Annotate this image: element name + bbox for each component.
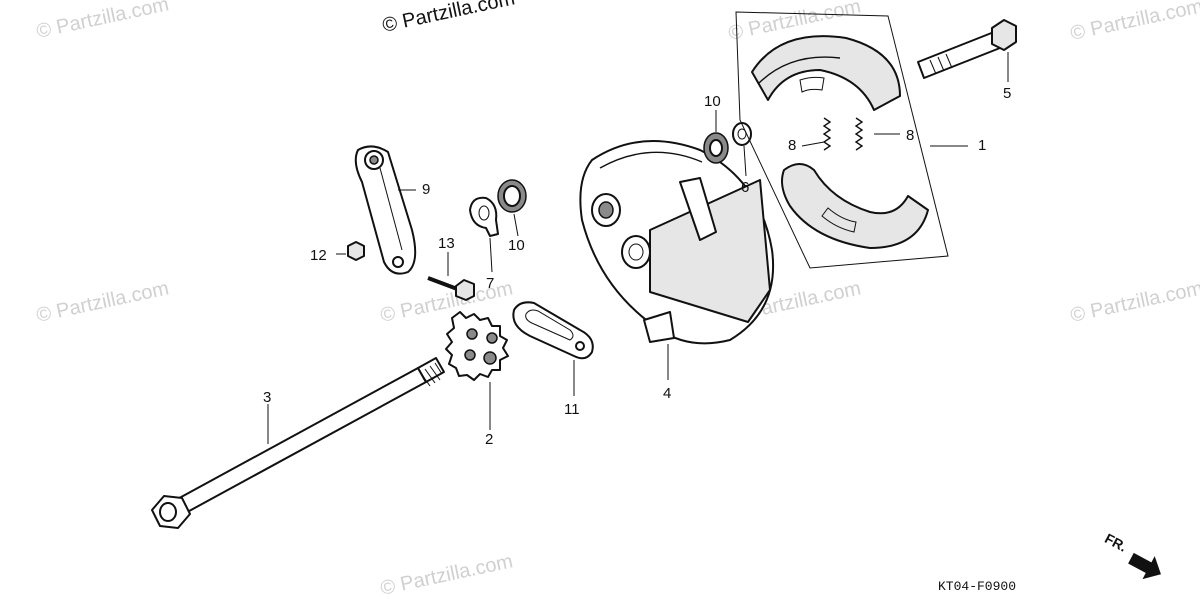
seal-left-part: [497, 179, 527, 213]
callout-12: 12: [310, 247, 327, 264]
callout-5: 5: [1003, 85, 1011, 102]
callout-7: 7: [486, 275, 494, 292]
brake-panel-part: [579, 140, 774, 345]
tab-washer-part: [469, 196, 499, 237]
callout-4: 4: [663, 385, 671, 402]
callout-8a: 8: [788, 137, 796, 154]
callout-2: 2: [485, 431, 493, 448]
diagram-code: KT04-F0900: [938, 579, 1016, 594]
callout-9: 9: [422, 181, 430, 198]
front-direction-arrow: FR.: [1102, 530, 1161, 580]
arrow-icon: [1128, 552, 1161, 580]
watermark: © Partzilla.com: [34, 277, 170, 327]
watermark-main: © Partzilla.com: [380, 0, 516, 37]
nut-part: [347, 241, 365, 261]
slotted-plate-part: [512, 301, 594, 360]
bolt-part: [427, 276, 475, 301]
axle-part: [151, 357, 445, 529]
callout-8b: 8: [906, 127, 914, 144]
callout-6: 6: [741, 179, 749, 196]
cam-bolt-part: [917, 19, 1017, 79]
brake-shoe-set-part: [735, 11, 949, 269]
washer-part: [732, 122, 752, 146]
watermark: © Partzilla.com: [1068, 0, 1200, 45]
callouts: 1 2 3 4 5 6 7 8 8 9 10 10 11 12 13: [263, 85, 1011, 448]
callout-10a: 10: [704, 93, 721, 110]
leader-lines: [267, 52, 1009, 444]
brake-arm-part: [354, 145, 417, 275]
watermark: © Partzilla.com: [378, 550, 514, 599]
watermark-group: © Partzilla.com © Partzilla.com © Partzi…: [34, 0, 1200, 599]
callout-11: 11: [564, 401, 580, 418]
callout-10b: 10: [508, 237, 525, 254]
callout-3: 3: [263, 389, 271, 406]
callout-13: 13: [438, 235, 455, 252]
front-direction-label: FR.: [1102, 530, 1129, 555]
watermark: © Partzilla.com: [34, 0, 170, 43]
sprocket-part: [445, 311, 509, 381]
callout-1: 1: [978, 137, 986, 154]
seal-right-part: [703, 132, 729, 164]
watermark: © Partzilla.com: [1068, 277, 1200, 327]
